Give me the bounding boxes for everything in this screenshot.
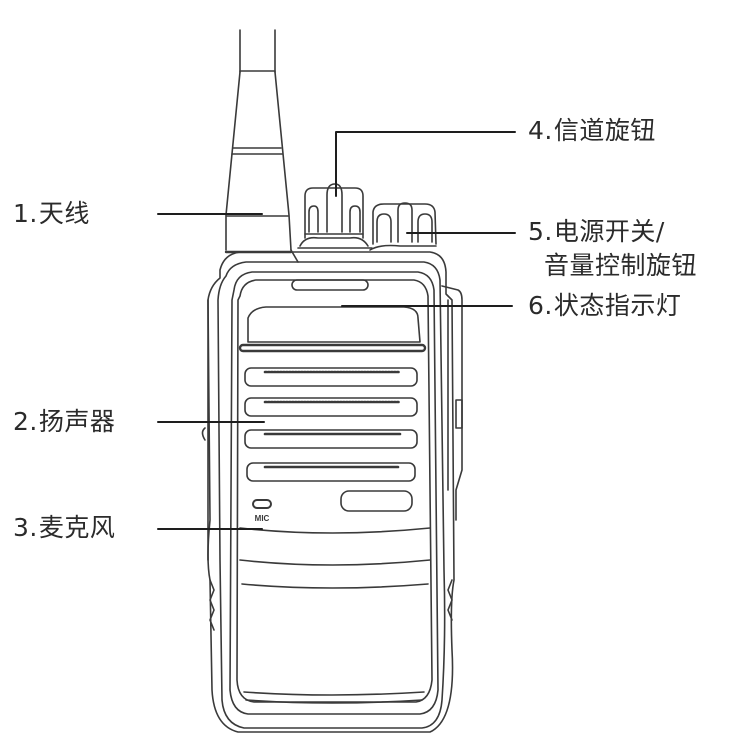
mic-marking: MIC [255,514,270,523]
callout-number: 5. [528,217,553,246]
callout-text: 扬声器 [38,407,116,436]
antenna-icon [224,29,299,263]
callout-number: 2. [13,407,38,436]
channel-knob-icon [297,183,373,249]
callout-text: 天线 [38,199,90,228]
callout-text: 信道旋钮 [553,116,656,145]
callout-channel-knob: 4.信道旋钮 [528,116,656,146]
callout-text-line2: 音量控制旋钮 [544,251,698,280]
callout-power-volume-knob: 5.电源开关/ 音量控制旋钮 [528,217,697,281]
leader-line-channel-knob [335,131,516,197]
callout-microphone: 3.麦克风 [13,513,115,543]
callout-text: 麦克风 [38,513,116,542]
callout-number: 6. [528,291,553,320]
radio-body-icon [201,251,463,733]
callout-antenna: 1.天线 [13,199,90,229]
volume-knob-icon [369,202,437,251]
callout-speaker: 2.扬声器 [13,407,115,437]
callout-text: 电源开关/ [553,217,665,246]
callout-number: 4. [528,116,553,145]
callout-status-indicator: 6.状态指示灯 [528,291,681,321]
callout-number: 1. [13,199,38,228]
callout-text: 状态指示灯 [553,291,682,320]
callout-number: 3. [13,513,38,542]
